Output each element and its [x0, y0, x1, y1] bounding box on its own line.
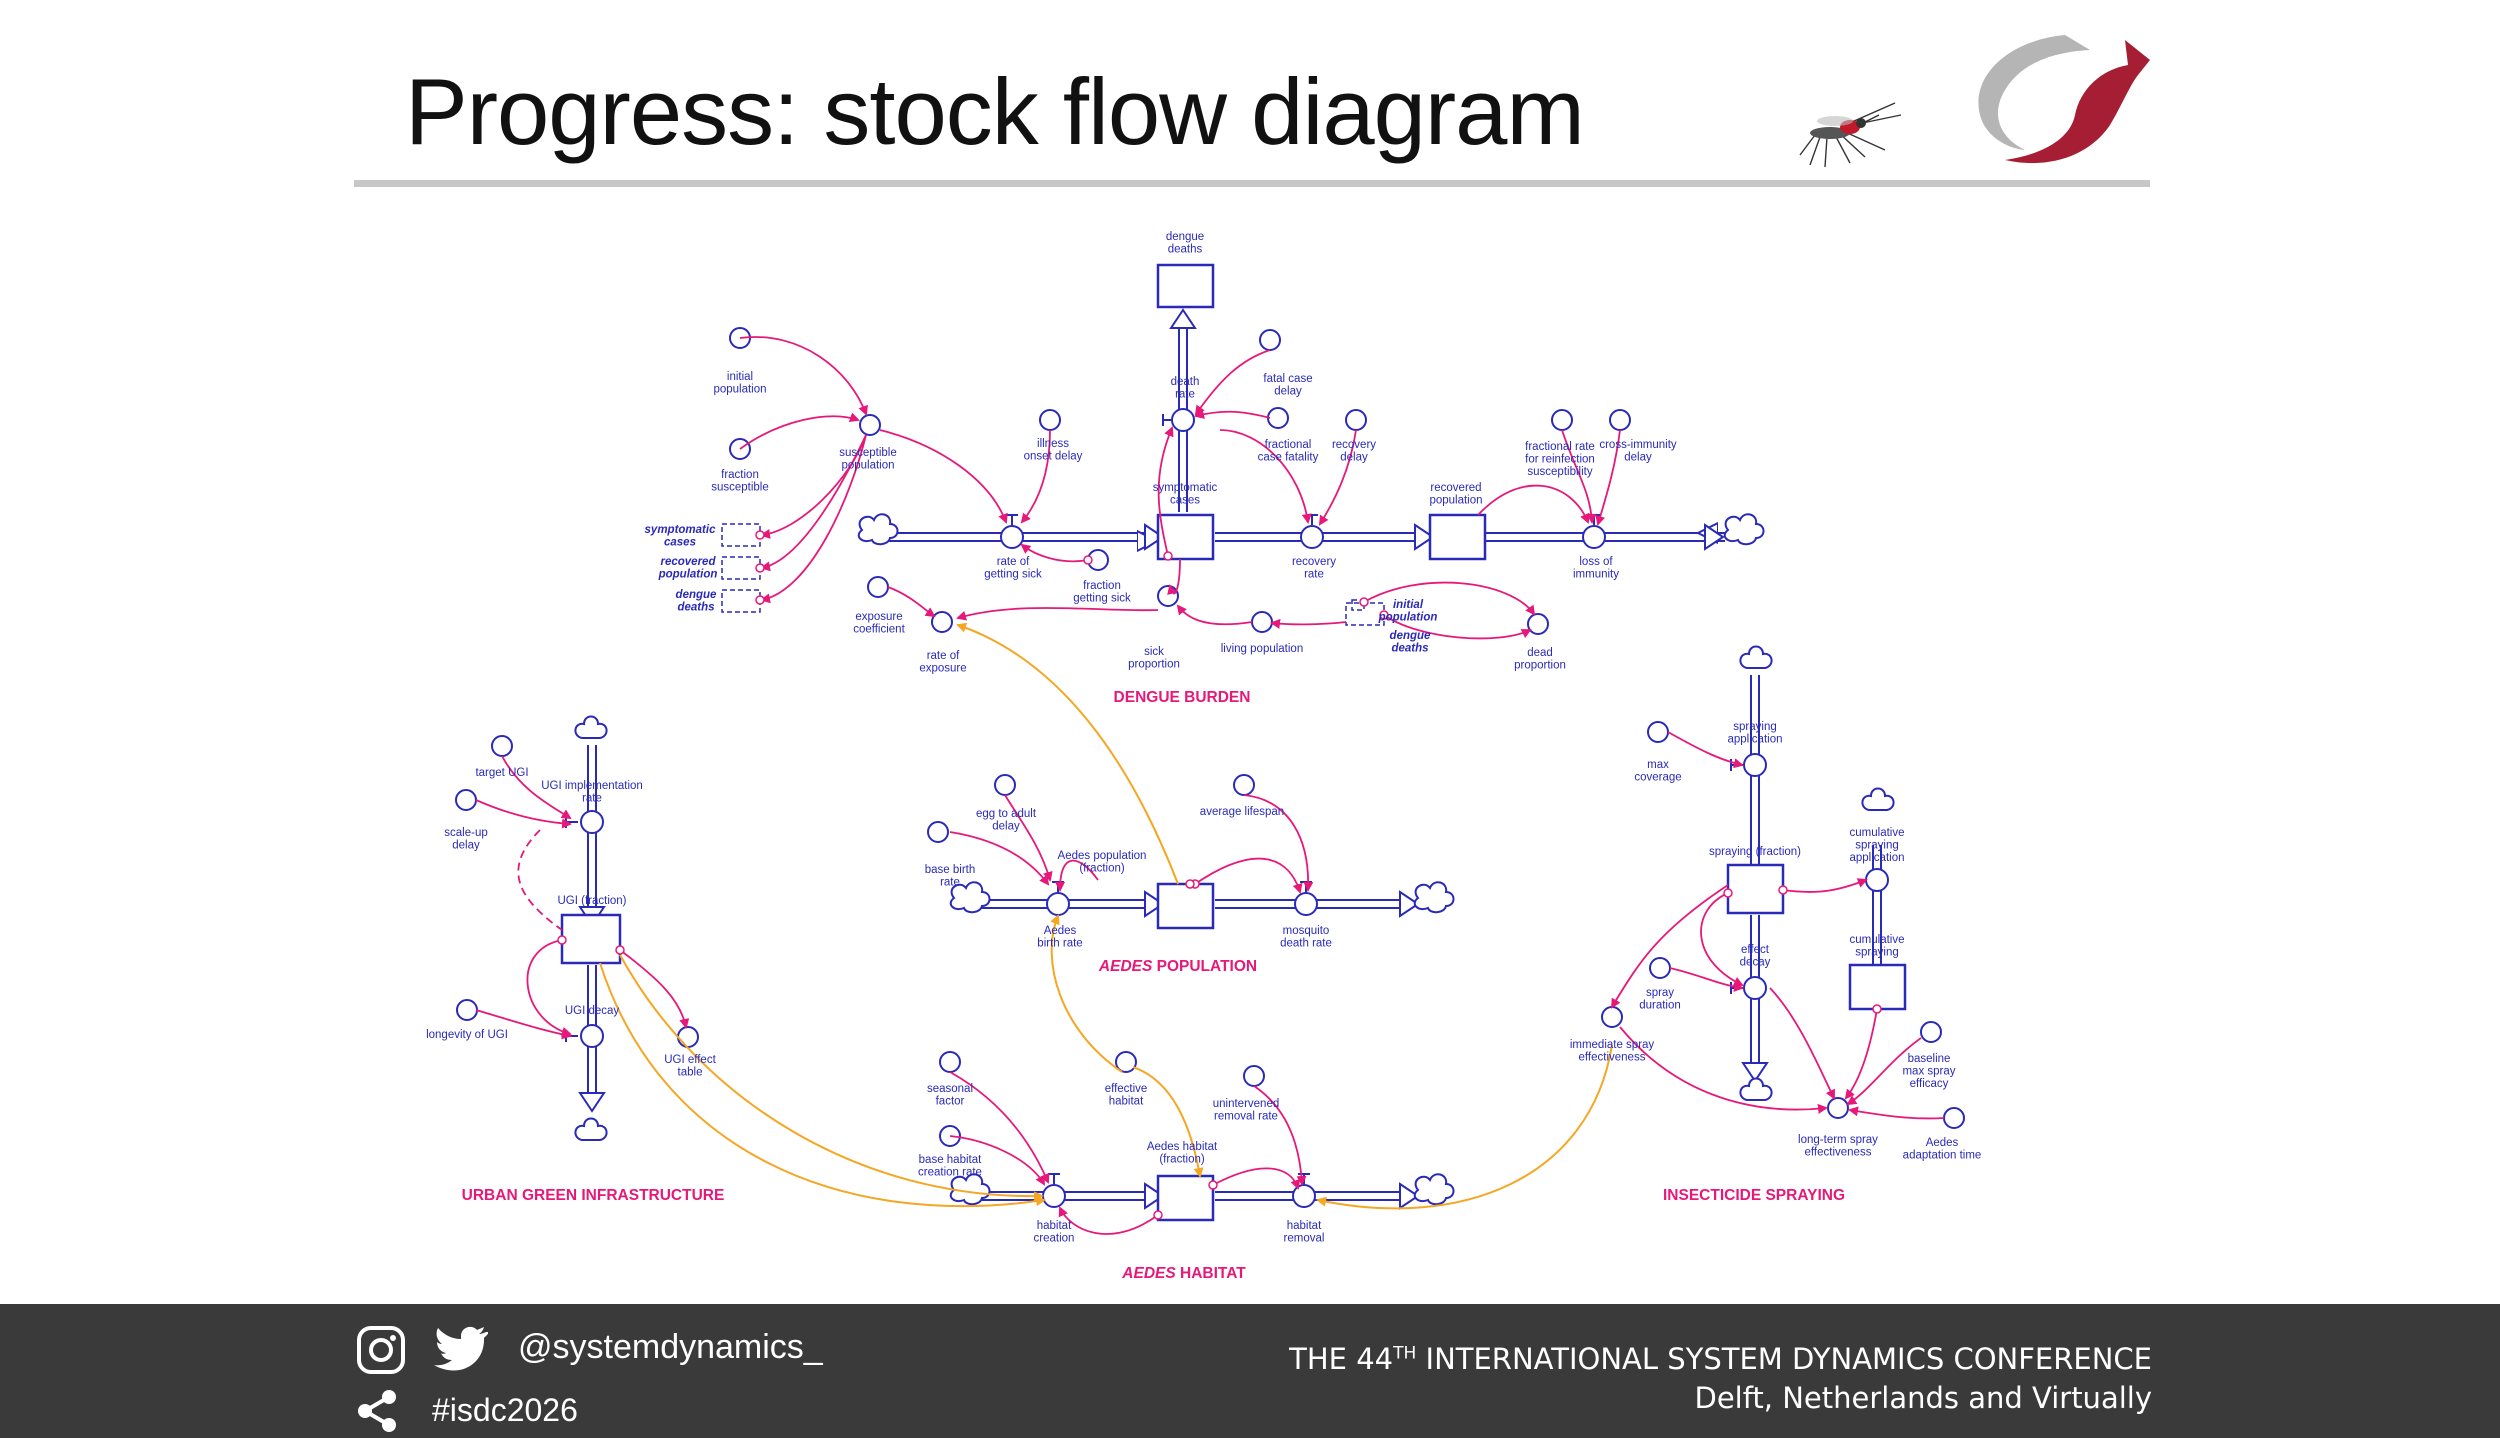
social-handle: @systemdynamics_: [518, 1328, 823, 1366]
stock-spraying-fraction: [1726, 863, 1785, 915]
stock-recovered-population: [1428, 513, 1487, 561]
mosquito-icon: [1799, 102, 1902, 168]
stock-ugi-fraction: [560, 913, 622, 965]
stocks: [560, 263, 1907, 1222]
section-aedes-population: AEDES POPULATION: [1098, 958, 1257, 975]
stock-cumulative-spraying: [1848, 963, 1907, 1011]
label-ugi-fraction: UGI (fraction): [557, 895, 626, 907]
dashed-link: [517, 829, 563, 931]
label-spraying-fraction: spraying (fraction): [1709, 846, 1801, 858]
title-divider: [354, 180, 2150, 187]
conference-hashtag: #isdc2026: [432, 1392, 578, 1428]
section-titles: DENGUE BURDEN AEDES POPULATION AEDES HAB…: [462, 689, 1845, 1282]
stock-aedes-habitat: [1156, 1174, 1215, 1222]
label-living-population: living population: [1221, 643, 1303, 655]
isdc-logo: [1978, 35, 2150, 164]
label-longevity-of-ugi: longevity of UGI: [426, 1029, 508, 1041]
conference-location: Delft, Netherlands and Virtually: [1694, 1381, 2153, 1415]
causal-links: [475, 336, 1945, 1235]
label-average-lifespan: average lifespan: [1200, 806, 1284, 818]
label-aedes-habitat-fraction: Aedes habitat(fraction): [1147, 1141, 1218, 1166]
ghost-variables: [721, 523, 1385, 626]
valves: [565, 408, 1889, 1208]
stock-aedes-population: [1156, 882, 1215, 930]
section-insecticide-spraying: INSECTICIDE SPRAYING: [1663, 1187, 1845, 1204]
page-title: Progress: stock flow diagram: [405, 59, 1585, 164]
section-urban-green-infrastructure: URBAN GREEN INFRASTRUCTURE: [462, 1187, 725, 1204]
cross-sector-links: [599, 622, 1613, 1210]
section-aedes-habitat: AEDES HABITAT: [1121, 1265, 1246, 1282]
flow-pipes: [587, 320, 1882, 1201]
label-target-ugi: target UGI: [475, 767, 528, 779]
link-endpoints: [557, 530, 1882, 1220]
twitter-icon[interactable]: [430, 1326, 488, 1374]
conference-name: THE 44TH INTERNATIONAL SYSTEM DYNAMICS C…: [1289, 1342, 2152, 1376]
footer-bar: [0, 1304, 2500, 1438]
stock-dengue-deaths: [1156, 263, 1215, 309]
cloud-icons: [574, 513, 1895, 1206]
label-ugi-decay: UGI decay: [565, 1005, 620, 1017]
share-icon[interactable]: [355, 1388, 401, 1434]
section-dengue-burden: DENGUE BURDEN: [1114, 689, 1251, 706]
flow-arrowheads: [578, 308, 1769, 1210]
label-aedes-population-fraction: Aedes population(fraction): [1058, 850, 1147, 875]
instagram-icon[interactable]: [355, 1324, 407, 1376]
